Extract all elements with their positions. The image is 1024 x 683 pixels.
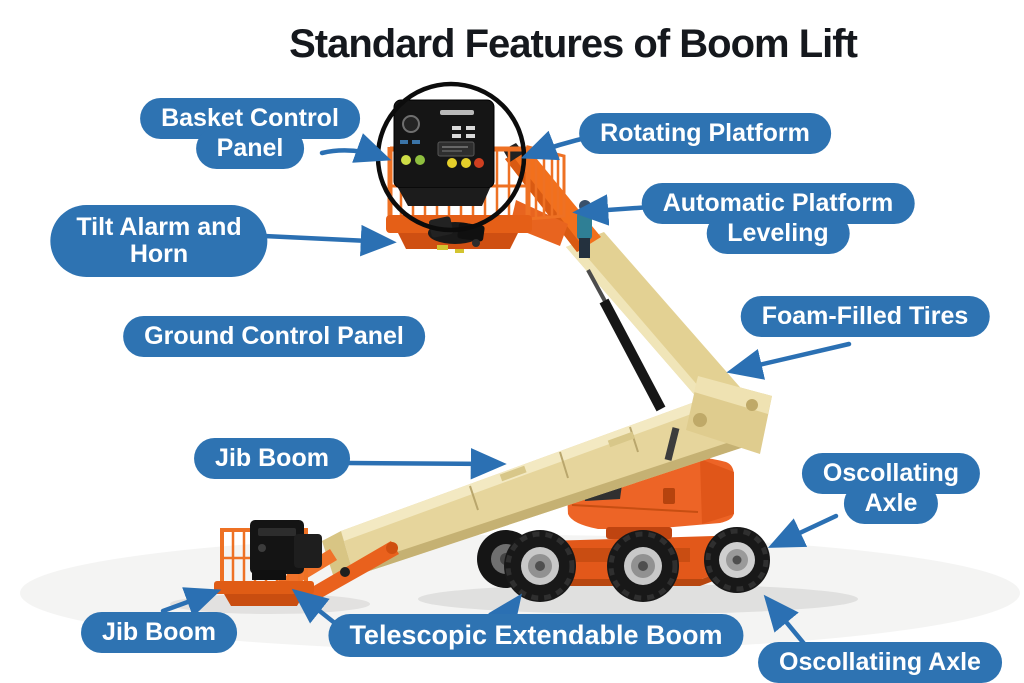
label-line: Leveling bbox=[706, 213, 850, 254]
label-text: Tilt Alarm and Horn bbox=[50, 205, 268, 277]
panel-button-green bbox=[415, 155, 425, 165]
label-foam-filled-tires: Foam-Filled Tires bbox=[740, 296, 990, 337]
mid-wheel bbox=[607, 530, 679, 602]
label-line: Horn bbox=[129, 240, 189, 268]
label-line: Panel bbox=[195, 128, 305, 169]
lower-jib-basket bbox=[214, 520, 399, 606]
elbow-joint bbox=[664, 376, 772, 461]
telescopic-boom bbox=[322, 388, 744, 578]
arrow-oscollating-axle bbox=[767, 513, 839, 548]
callout-arrows bbox=[160, 130, 852, 649]
arrow-tilt-alarm-and-horn bbox=[261, 224, 397, 257]
label-jib-boom-lower: Jib Boom bbox=[81, 612, 237, 653]
label-line: Ground Control Panel bbox=[123, 316, 425, 357]
panel-dial bbox=[402, 115, 420, 133]
label-line: Oscollatiing Axle bbox=[758, 642, 1002, 683]
arrow-foam-filled-tires bbox=[726, 341, 852, 380]
label-oscollating-axle: Oscollating Axle bbox=[801, 453, 981, 524]
label-rotating-platform: Rotating Platform bbox=[579, 113, 831, 154]
page-title: Standard Features of Boom Lift bbox=[289, 22, 858, 66]
arrow-oscollatiing-axle-bottom bbox=[763, 594, 809, 649]
label-basket-control-panel: Basket Control Panel bbox=[140, 98, 360, 169]
panel-button-yellow bbox=[447, 158, 457, 168]
label-oscollatiing-axle-bottom: Oscollatiing Axle bbox=[758, 642, 1002, 683]
panel-button-yellow bbox=[401, 155, 411, 165]
label-line: Rotating Platform bbox=[579, 113, 831, 154]
rear-right-wheel bbox=[704, 527, 770, 593]
arrow-jib-boom-lower bbox=[160, 587, 222, 617]
label-telescopic-extendable-boom: Telescopic Extendable Boom bbox=[328, 614, 744, 658]
label-line: Axle bbox=[843, 483, 939, 524]
panel-switches bbox=[452, 126, 475, 138]
label-line: Foam-Filled Tires bbox=[740, 296, 990, 337]
basket-control-panel-closeup bbox=[375, 81, 527, 233]
label-line: Telescopic Extendable Boom bbox=[328, 614, 744, 658]
label-line: Basket Control bbox=[140, 98, 360, 139]
label-line: Tilt Alarm and bbox=[76, 213, 242, 241]
panel-button-yellow bbox=[461, 158, 471, 168]
label-jib-boom-upper: Jib Boom bbox=[194, 438, 350, 479]
front-left-wheel bbox=[504, 530, 576, 602]
label-ground-control-panel: Ground Control Panel bbox=[123, 316, 425, 357]
arrow-automatic-platform-leveling bbox=[572, 194, 654, 226]
arrow-jib-boom-upper bbox=[345, 448, 507, 480]
panel-button-red bbox=[474, 158, 484, 168]
label-line: Automatic Platform bbox=[641, 183, 915, 224]
arrow-basket-control-panel bbox=[319, 133, 392, 163]
label-tilt-alarm-and-horn: Tilt Alarm and Horn bbox=[50, 205, 268, 277]
label-automatic-platform-leveling: Automatic Platform Leveling bbox=[641, 183, 915, 254]
label-line: Jib Boom bbox=[81, 612, 237, 653]
label-line: Jib Boom bbox=[194, 438, 350, 479]
